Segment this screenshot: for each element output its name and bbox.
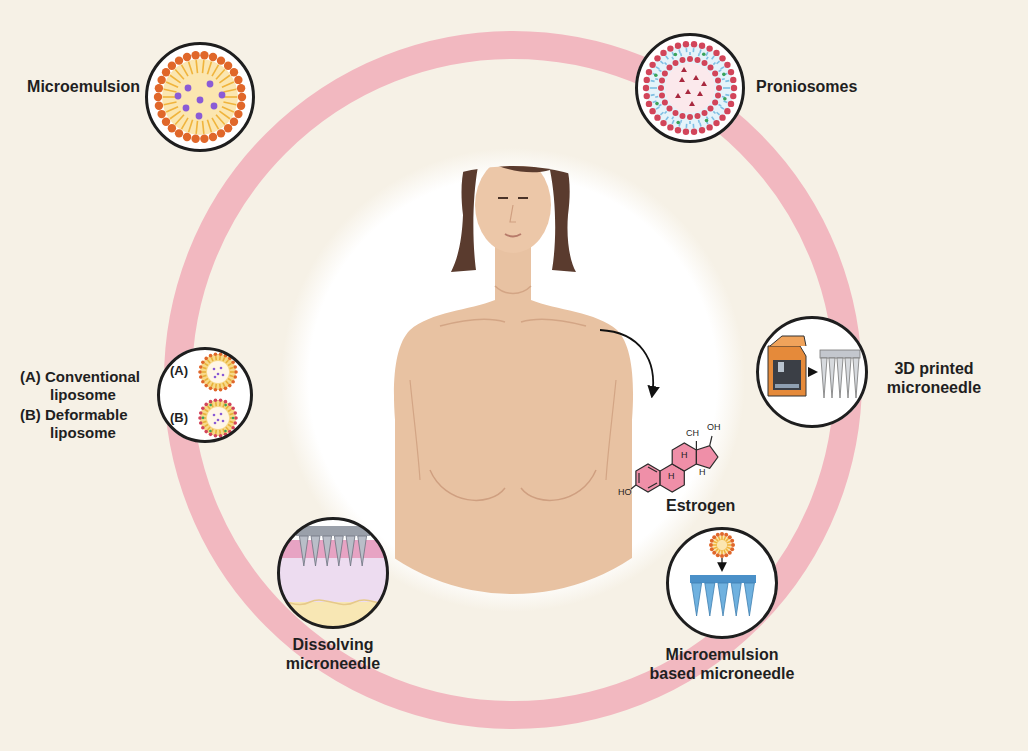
circle-outline xyxy=(157,347,253,443)
circle-grounds xyxy=(145,33,868,639)
printer-icon xyxy=(768,336,816,396)
method-label: (A) Conventional liposome xyxy=(20,368,156,403)
estrogen-structure xyxy=(631,436,718,492)
me-microneedle-icon xyxy=(690,532,756,616)
method-circle: Microemulsion xyxy=(145,42,255,152)
method-circle: 3D printed microneedle xyxy=(756,316,868,428)
atom-label: OH xyxy=(707,423,721,433)
method-label: (B) Deformable liposome xyxy=(20,406,156,441)
atom-label: HO xyxy=(618,488,632,498)
method-label: Proniosomes xyxy=(756,78,896,97)
microemulsion-icon xyxy=(154,51,246,143)
atom-label: CH xyxy=(686,429,699,439)
microneedle-array xyxy=(820,350,860,398)
atom-label: H xyxy=(681,451,688,461)
method-label: Microemulsion based microneedle xyxy=(642,646,802,684)
circle-outline xyxy=(145,42,255,152)
method-label: 3D printed microneedle xyxy=(874,360,994,398)
proniosome-icon xyxy=(643,41,737,135)
method-label: Microemulsion xyxy=(10,78,140,97)
liposome-icon xyxy=(198,352,238,437)
circle-outline xyxy=(756,316,868,428)
method-circle: Microemulsion based microneedle xyxy=(666,527,778,639)
method-label: Dissolving microneedle xyxy=(270,636,396,674)
circle-outline xyxy=(666,527,778,639)
dissolving-needles xyxy=(299,536,366,566)
molecule-name: Estrogen xyxy=(666,497,735,515)
method-circle: (A) Conventional liposome(B) Deformable … xyxy=(157,347,253,443)
circle-outline xyxy=(277,517,389,629)
panel-letter: (A) xyxy=(170,364,188,378)
method-circle: Proniosomes xyxy=(635,33,745,143)
atom-label: H xyxy=(699,468,706,478)
pink-ring xyxy=(178,45,848,715)
pointer-arrow xyxy=(600,330,653,396)
circle-outline xyxy=(635,33,745,143)
method-circle: Dissolving microneedle xyxy=(277,517,389,629)
atom-label: H xyxy=(668,472,675,482)
panel-letter: (B) xyxy=(170,411,188,425)
woman-figure xyxy=(394,127,633,620)
